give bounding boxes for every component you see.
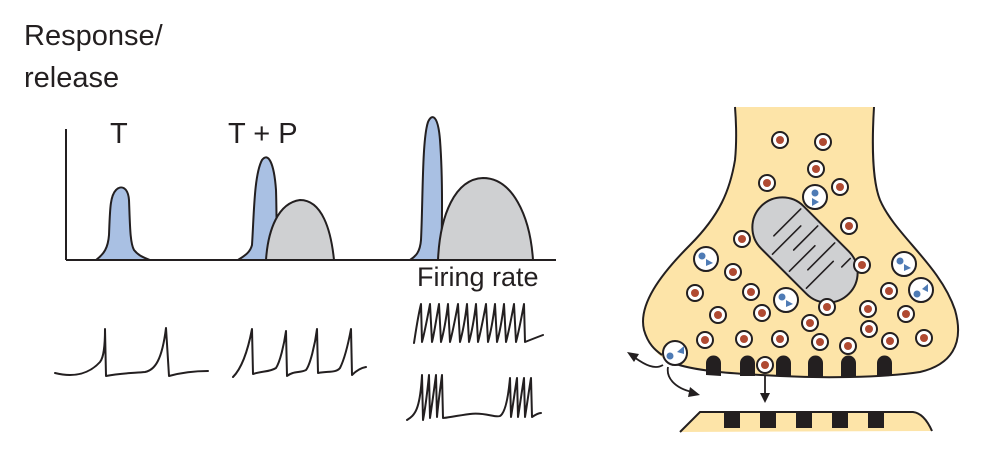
condition-label-t: T — [110, 118, 128, 150]
release-arrowhead — [760, 393, 770, 403]
small-clear-vesicle — [807, 160, 825, 178]
vesicle-content-dot — [666, 352, 674, 360]
vesicle-content-dot — [896, 257, 904, 265]
firing-trace-moderate — [232, 328, 367, 378]
active-zone — [776, 355, 791, 376]
presynaptic-membrane-right — [675, 106, 960, 379]
small-clear-vesicle — [915, 329, 933, 347]
postsynaptic-density — [724, 412, 740, 428]
active-zone — [841, 355, 856, 377]
response-plot — [65, 116, 556, 261]
small-clear-vesicle — [756, 356, 774, 374]
small-clear-vesicle — [818, 298, 836, 316]
vesicle-content-dot — [913, 290, 921, 298]
postsynaptic-density — [760, 412, 776, 428]
large-dense-core-vesicle — [908, 277, 934, 303]
firing-traces — [54, 303, 544, 421]
small-clear-vesicle — [753, 304, 771, 322]
peptide-peak-high — [437, 177, 534, 261]
peptide-peak-t-plus-p — [265, 199, 335, 261]
vesicle-content-triangle — [922, 284, 928, 292]
diffusion-arrow-left — [633, 356, 664, 368]
small-clear-vesicle — [686, 284, 704, 302]
small-vesicles — [686, 131, 933, 374]
firing-rate-label: Firing rate — [417, 262, 539, 292]
small-clear-vesicle — [709, 306, 727, 324]
large-dense-core-vesicle — [773, 287, 799, 313]
small-clear-vesicle — [735, 330, 753, 348]
transmitter-peak-high — [409, 116, 443, 261]
small-clear-vesicle — [771, 131, 789, 149]
large-dense-core-vesicle — [802, 184, 828, 210]
large-vesicles — [693, 184, 934, 313]
y-axis-label-response: Response/ — [24, 20, 163, 52]
small-clear-vesicle — [696, 331, 714, 349]
small-clear-vesicle — [742, 283, 760, 301]
postsynaptic-density — [832, 412, 848, 428]
release-event — [760, 375, 770, 403]
vesicle-content-dot — [811, 189, 819, 197]
large-dense-core-vesicle — [891, 251, 917, 277]
y-axis-label-release: release — [24, 62, 120, 94]
presynaptic-membrane-left — [642, 106, 738, 356]
vesicle-content-triangle — [706, 259, 713, 266]
postsynaptic-membrane-outline — [679, 411, 933, 433]
small-clear-vesicle — [840, 217, 858, 235]
vesicle-content-dot — [778, 293, 786, 301]
diffusion-arrow-down — [666, 366, 693, 393]
synapse-diagram — [627, 106, 960, 433]
transmitter-peak-t — [95, 186, 151, 261]
vesicle-content-dot — [698, 252, 706, 260]
small-clear-vesicle — [839, 337, 857, 355]
small-clear-vesicle — [881, 332, 899, 350]
small-clear-vesicle — [801, 314, 819, 332]
small-clear-vesicle — [724, 263, 742, 281]
condition-label-t-plus-p: T + P — [228, 118, 298, 150]
vesicle-content-triangle — [904, 264, 911, 271]
small-clear-vesicle — [880, 282, 898, 300]
active-zone — [706, 355, 721, 376]
small-clear-vesicle — [860, 320, 878, 338]
active-zone — [808, 355, 823, 377]
firing-trace-tonic — [413, 303, 544, 344]
mitochondrion-cristae — [771, 208, 852, 289]
small-clear-vesicle — [859, 300, 877, 318]
small-clear-vesicle — [814, 133, 832, 151]
vesicle-content-triangle — [786, 300, 793, 307]
large-dense-core-vesicle — [693, 246, 719, 272]
vesicle-content-triangle — [677, 346, 684, 354]
arrowhead-down — [688, 387, 700, 397]
small-clear-vesicle — [897, 305, 915, 323]
exocytosis-event — [627, 340, 700, 397]
postsynaptic-density — [796, 412, 812, 428]
active-zone — [740, 355, 755, 376]
arrowhead-left — [627, 352, 639, 362]
small-clear-vesicle — [771, 330, 789, 348]
small-clear-vesicle — [733, 230, 751, 248]
small-clear-vesicle — [758, 174, 776, 192]
active-zone — [877, 355, 892, 376]
vesicle-content-triangle — [812, 198, 819, 206]
small-clear-vesicle — [831, 178, 849, 196]
small-clear-vesicle — [853, 256, 871, 274]
postsynaptic-density — [868, 412, 884, 428]
mitochondrion — [751, 196, 859, 304]
firing-trace-burst — [406, 374, 542, 421]
mitochondrion-body — [751, 196, 859, 304]
active-zones — [706, 355, 892, 377]
firing-trace-low — [54, 327, 209, 377]
small-clear-vesicle — [811, 333, 829, 351]
postsynaptic-densities — [724, 412, 884, 428]
